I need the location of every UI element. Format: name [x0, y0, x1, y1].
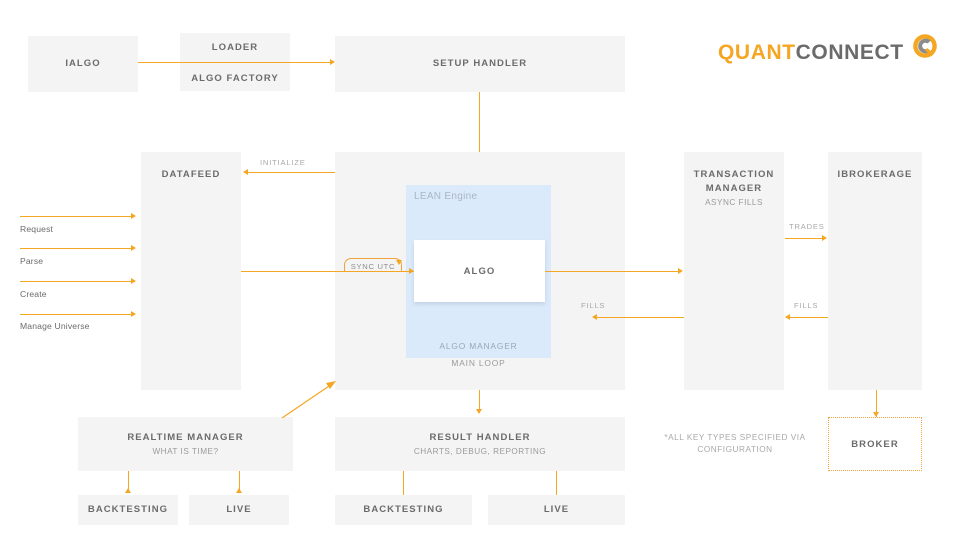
edge-label-fills-transaction: FILLS: [581, 301, 606, 310]
lean-engine-label: LEAN Engine: [414, 191, 478, 202]
box-datafeed[interactable]: DATAFEED: [141, 152, 241, 390]
box-realtime-backtesting-title: BACKTESTING: [87, 504, 169, 515]
arrow-ialgo-to-setup-line: [138, 62, 331, 63]
arrow-request-head: [131, 213, 136, 219]
arrow-create-line: [20, 281, 133, 282]
box-transaction-manager-sub: ASYNC FILLS: [705, 198, 763, 207]
box-result-backtesting[interactable]: BACKTESTING: [335, 495, 472, 525]
arrow-manage-universe-head: [131, 311, 136, 317]
arrow-engine-to-result-line: [479, 390, 480, 412]
edge-label-initialize: INITIALIZE: [260, 158, 306, 167]
arrow-datafeed-to-algo-head: [409, 268, 414, 274]
arrow-result-to-live-line: [556, 471, 557, 495]
arrow-realtime-to-live-head: [236, 488, 242, 493]
box-ibrokerage[interactable]: IBROKERAGE: [828, 152, 922, 390]
box-result-handler-sub: CHARTS, DEBUG, REPORTING: [413, 447, 547, 456]
box-realtime-live-title: LIVE: [226, 504, 252, 515]
box-result-backtesting-title: BACKTESTING: [363, 504, 444, 515]
box-result-handler[interactable]: RESULT HANDLER CHARTS, DEBUG, REPORTING: [335, 417, 625, 471]
arrow-fills-transaction-head: [592, 314, 597, 320]
box-datafeed-title: DATAFEED: [161, 169, 221, 180]
arrow-realtime-to-backtesting-line: [128, 471, 129, 493]
arrow-initialize-head: [243, 169, 248, 175]
arrow-ibrokerage-to-broker-head: [873, 412, 879, 417]
arrow-initialize-line: [248, 172, 335, 173]
box-result-handler-title: RESULT HANDLER: [429, 432, 531, 443]
box-realtime-manager[interactable]: REALTIME MANAGER WHAT IS TIME?: [78, 417, 293, 471]
box-algo-title: ALGO: [463, 265, 496, 277]
arrow-algo-to-transaction-head: [678, 268, 683, 274]
box-transaction-manager-title: TRANSACTION MANAGER: [693, 169, 775, 194]
arrow-parse-line: [20, 248, 133, 249]
main-loop-label: MAIN LOOP: [451, 358, 506, 368]
arrow-realtime-to-engine: [281, 381, 336, 419]
sync-utc-pill[interactable]: SYNC UTC: [344, 258, 402, 272]
arrow-ialgo-to-setup-head: [330, 59, 335, 65]
box-ibrokerage-title: IBROKERAGE: [837, 169, 913, 180]
edge-label-trades: TRADES: [789, 222, 825, 231]
box-realtime-manager-sub: WHAT IS TIME?: [152, 447, 219, 456]
arrow-parse-head: [131, 245, 136, 251]
arrow-manage-universe-line: [20, 314, 133, 315]
arrow-result-to-backtesting-line: [403, 471, 404, 495]
arrow-create-head: [131, 278, 136, 284]
box-setup-handler-title: SETUP HANDLER: [432, 58, 528, 69]
arrow-realtime-to-live-line: [239, 471, 240, 493]
input-label-request: Request: [20, 224, 54, 234]
sync-utc-arrow-head: [396, 260, 402, 265]
logo-text-quant: QUANT: [718, 41, 796, 64]
box-ialgo[interactable]: IALGO: [28, 36, 138, 92]
box-result-live[interactable]: LIVE: [488, 495, 625, 525]
algo-manager-label: ALGO MANAGER: [439, 341, 518, 351]
box-transaction-manager[interactable]: TRANSACTION MANAGER ASYNC FILLS: [684, 152, 784, 390]
box-realtime-backtesting[interactable]: BACKTESTING: [78, 495, 178, 525]
quantconnect-logo: QUANT CONNECT: [718, 34, 939, 69]
box-setup-handler[interactable]: SETUP HANDLER: [335, 36, 625, 92]
arrow-trades-line: [785, 238, 823, 239]
box-broker-title: BROKER: [851, 438, 899, 450]
arrow-request-line: [20, 216, 133, 217]
quantconnect-circle-mark-icon: [911, 32, 939, 65]
input-label-manage-universe: Manage Universe: [20, 321, 90, 331]
box-result-live-title: LIVE: [543, 504, 570, 515]
arrow-datafeed-to-algo-line: [241, 271, 414, 272]
arrow-algo-to-transaction-line: [545, 271, 679, 272]
box-realtime-manager-title: REALTIME MANAGER: [127, 432, 244, 443]
box-algo-factory-title: ALGO FACTORY: [191, 73, 279, 84]
sync-utc-label: SYNC UTC: [350, 262, 396, 271]
input-label-parse: Parse: [20, 256, 44, 266]
edge-label-fills-brokerage: FILLS: [794, 301, 819, 310]
box-realtime-live[interactable]: LIVE: [189, 495, 289, 525]
arrow-fills-brokerage-head: [785, 314, 790, 320]
box-ialgo-title: IALGO: [65, 58, 101, 69]
footnote-key-types: *ALL KEY TYPES SPECIFIED VIA CONFIGURATI…: [664, 433, 806, 454]
arrow-engine-to-result-head: [476, 409, 482, 414]
arrow-realtime-to-backtesting-head: [125, 488, 131, 493]
input-label-create: Create: [20, 289, 47, 299]
arrow-trades-head: [822, 235, 827, 241]
box-loader-title: LOADER: [211, 42, 259, 53]
arrow-ibrokerage-to-broker-line: [876, 390, 877, 417]
arrow-fills-brokerage-line: [790, 317, 828, 318]
box-broker[interactable]: BROKER: [828, 417, 922, 471]
logo-text-connect: CONNECT: [795, 41, 904, 64]
box-algo[interactable]: ALGO: [414, 240, 545, 302]
arrow-fills-transaction-line: [597, 317, 684, 318]
